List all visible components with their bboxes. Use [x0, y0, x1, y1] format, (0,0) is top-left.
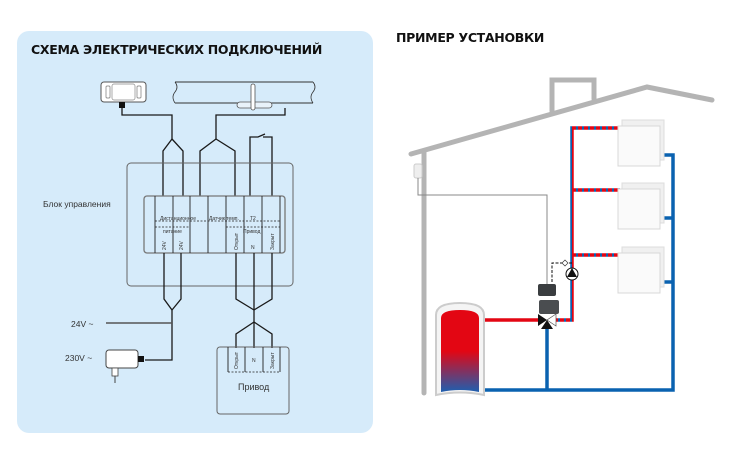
radiator-icon	[617, 246, 665, 294]
control-unit-box	[126, 162, 294, 287]
radiator-icon	[617, 182, 665, 230]
actuator-terminal-open: Открыт	[234, 351, 240, 369]
return-pipes	[484, 153, 675, 392]
electrical-diagram-title: СХЕМА ЭЛЕКТРИЧЕСКИХ ПОДКЛЮЧЕНИЙ	[31, 42, 322, 57]
actuator-terminal-close: Закрыт	[270, 352, 276, 369]
mixing-valve-icon	[538, 313, 557, 329]
actuator-icon	[539, 300, 559, 314]
buffer-tank-icon	[435, 301, 485, 397]
voltage-24v-label: 24V ~	[71, 319, 93, 329]
actuator-label: Привод	[238, 382, 270, 392]
radiator-icon	[617, 119, 665, 167]
terminal-24v-a: 24V	[162, 240, 168, 250]
voltage-230v-label: 230V ~	[65, 353, 92, 363]
control-unit-label: Блок управления	[43, 199, 111, 209]
power-adapter-icon	[105, 349, 144, 383]
house-outline	[408, 77, 715, 396]
terminal-n: N	[251, 245, 255, 251]
terminal-block	[143, 195, 286, 254]
terminal-close: Закрыт	[270, 233, 276, 250]
terminal-group-actuator: Привод	[243, 229, 260, 235]
circulation-pump-icon	[551, 259, 579, 283]
terminal-group-pipe-sensor: Датчик темп.	[209, 216, 239, 222]
terminal-24v-b: 24V	[179, 240, 185, 250]
pipe-sensor-icon	[172, 81, 316, 111]
terminal-group-remote: Дистанционное	[160, 216, 196, 222]
thermostat-cable	[417, 178, 548, 285]
controller-icon	[538, 284, 556, 296]
terminal-open: Открыт	[234, 232, 240, 250]
actuator-box	[216, 346, 290, 415]
actuator-terminal-n: N	[252, 358, 256, 364]
terminal-group-t2: T2	[250, 216, 256, 222]
supply-pipes	[556, 126, 620, 322]
power-wires	[145, 253, 273, 361]
room-sensor-icon	[100, 81, 147, 108]
electrical-diagram-panel	[17, 31, 373, 433]
terminal-dividers	[154, 196, 281, 253]
room-thermostat-icon	[413, 163, 423, 179]
sensor-wires	[121, 108, 286, 196]
terminal-group-power: питание	[163, 229, 182, 235]
installation-example-title: ПРИМЕР УСТАНОВКИ	[396, 30, 545, 45]
